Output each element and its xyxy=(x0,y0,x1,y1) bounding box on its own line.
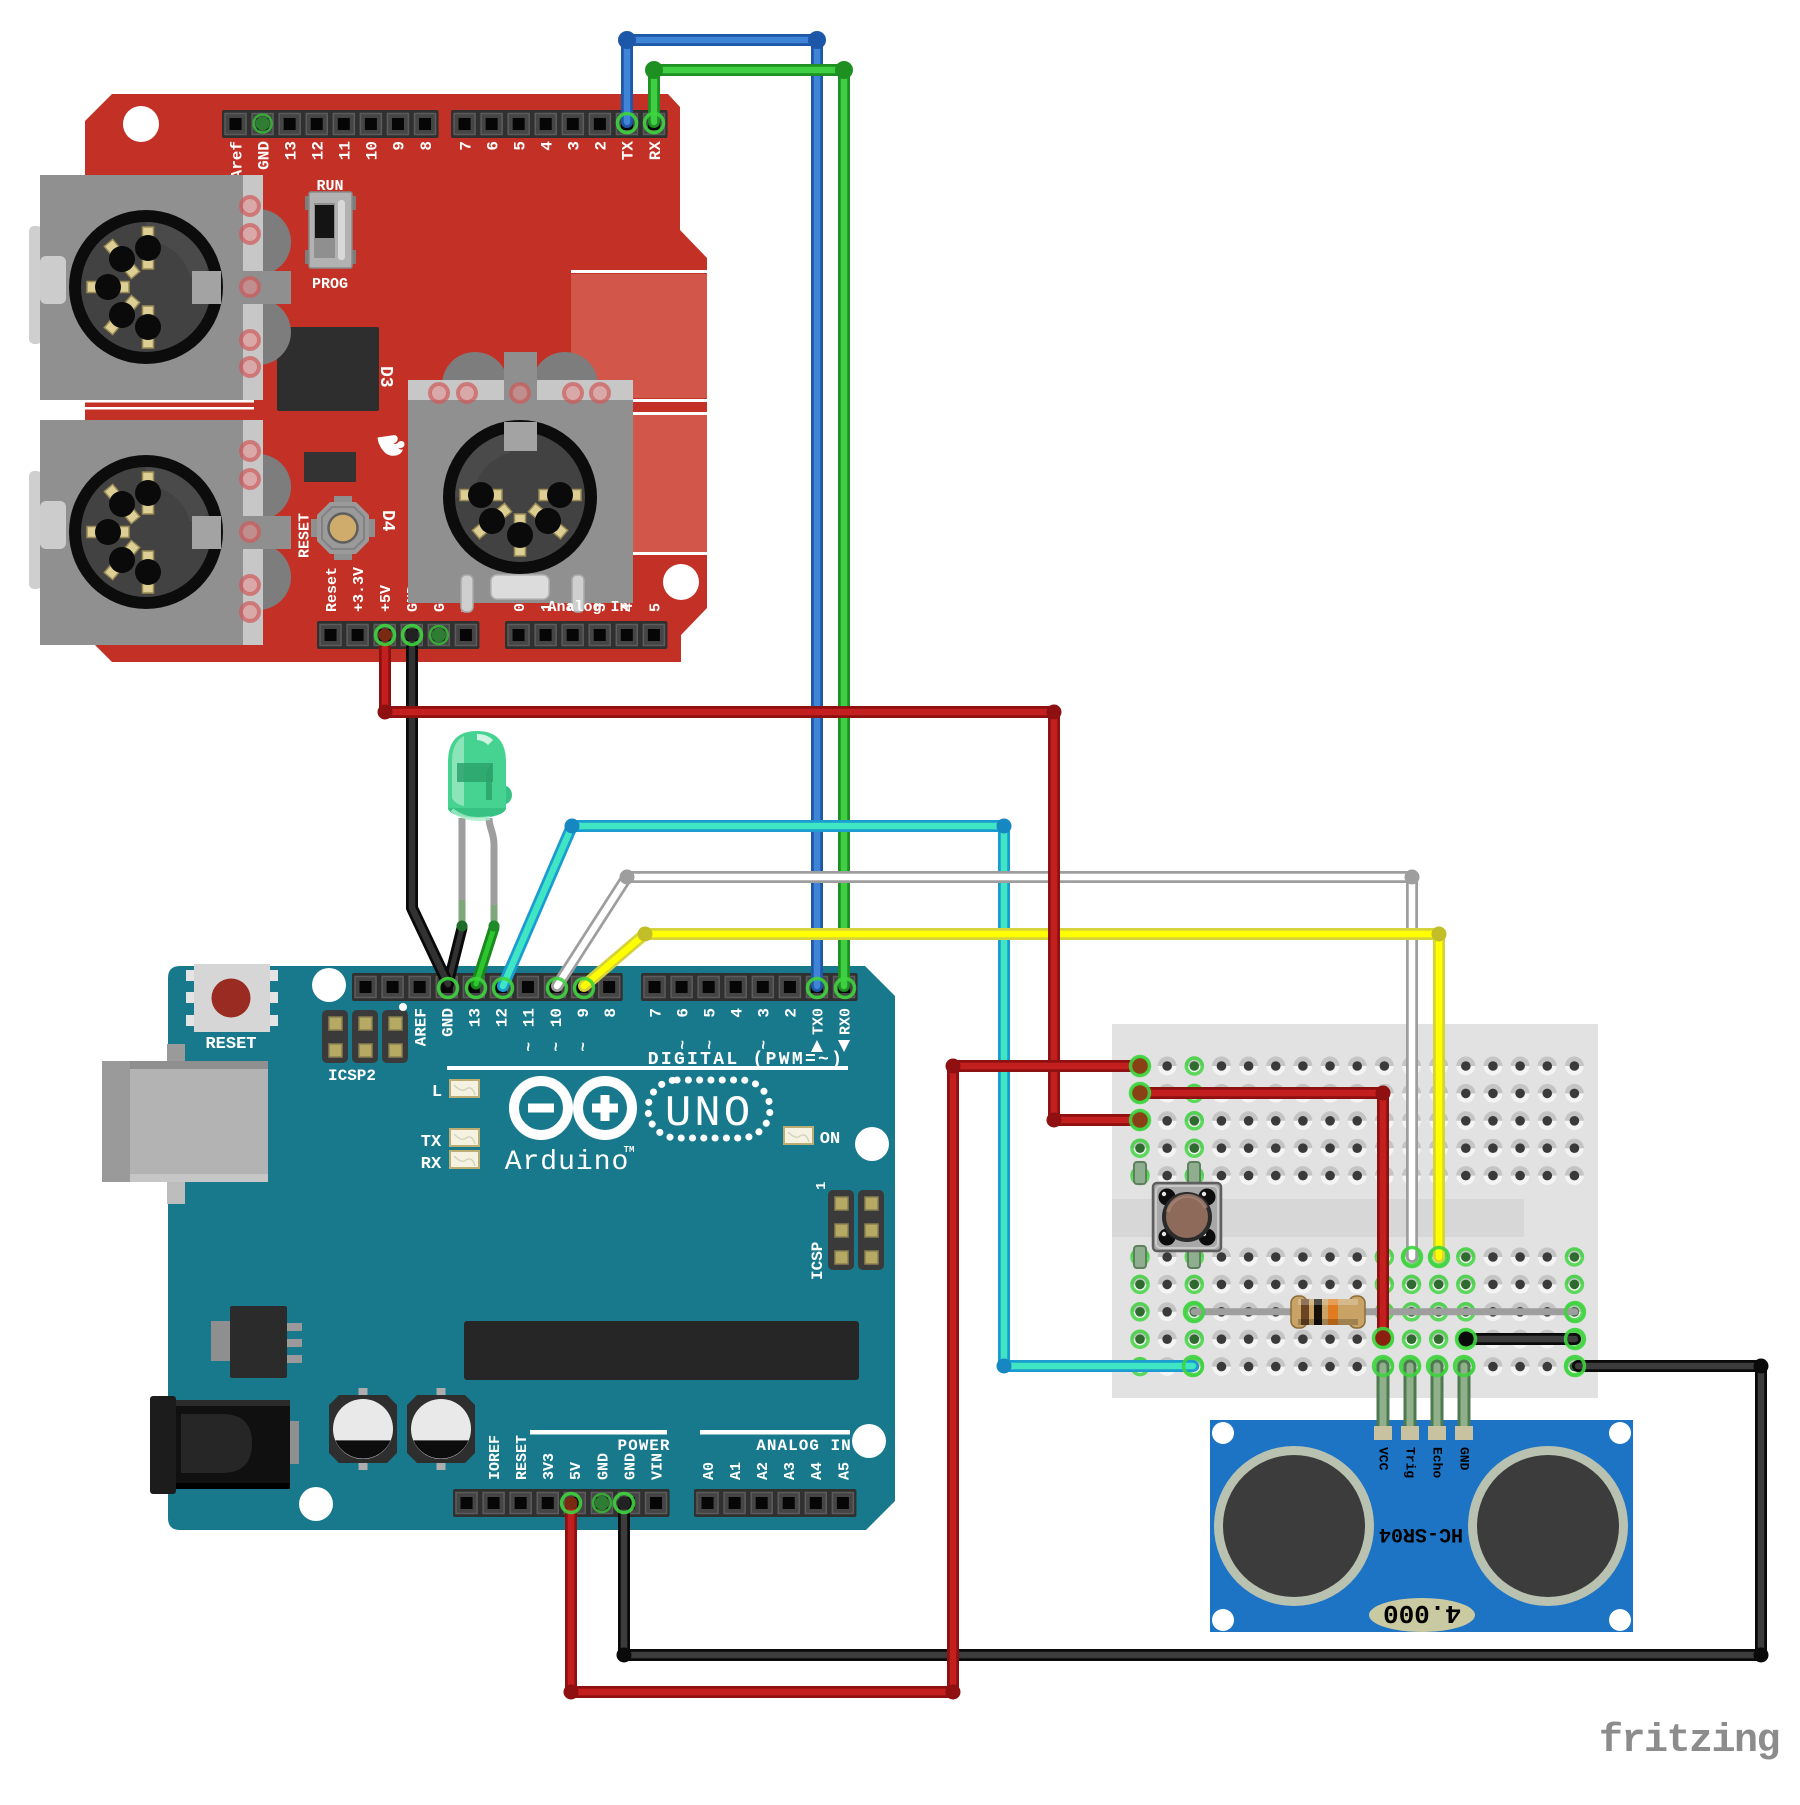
svg-text:HC-SR04: HC-SR04 xyxy=(1379,1522,1463,1545)
svg-text:TX: TX xyxy=(620,141,638,161)
svg-text:ON: ON xyxy=(820,1130,840,1149)
svg-text:GND: GND xyxy=(255,141,273,170)
svg-text:ICSP2: ICSP2 xyxy=(328,1067,376,1085)
svg-text:A1: A1 xyxy=(728,1462,745,1480)
svg-text:11: 11 xyxy=(521,1008,539,1027)
svg-text:fritzing: fritzing xyxy=(1599,1719,1779,1764)
svg-text:RUN: RUN xyxy=(316,178,343,195)
svg-text:A0: A0 xyxy=(701,1462,718,1480)
svg-text:11: 11 xyxy=(337,141,355,160)
svg-text:4: 4 xyxy=(620,603,637,612)
svg-text:A3: A3 xyxy=(782,1462,799,1480)
svg-text:~: ~ xyxy=(701,1040,719,1050)
svg-text:UNO: UNO xyxy=(665,1089,753,1139)
svg-text:RESET: RESET xyxy=(205,1035,256,1054)
svg-text:2: 2 xyxy=(593,141,611,151)
svg-text:13: 13 xyxy=(282,141,300,160)
svg-text:~: ~ xyxy=(521,1042,539,1052)
svg-text:3: 3 xyxy=(593,603,610,612)
svg-text:AREF: AREF xyxy=(412,1008,430,1046)
svg-text:~: ~ xyxy=(674,1040,692,1050)
svg-text:~: ~ xyxy=(575,1042,593,1052)
svg-text:5: 5 xyxy=(701,1008,719,1018)
svg-text:8: 8 xyxy=(418,141,436,151)
svg-text:Arduino: Arduino xyxy=(505,1147,630,1178)
svg-text:12: 12 xyxy=(494,1008,512,1027)
svg-text:5: 5 xyxy=(647,603,664,612)
svg-text:A4: A4 xyxy=(809,1462,826,1480)
svg-text:10: 10 xyxy=(364,141,382,160)
svg-text:Trig: Trig xyxy=(1402,1447,1417,1478)
svg-text:~: ~ xyxy=(548,1042,566,1052)
svg-text:1: 1 xyxy=(539,603,556,612)
svg-text:3: 3 xyxy=(756,1008,774,1018)
svg-text:12: 12 xyxy=(310,141,328,160)
svg-text:A5: A5 xyxy=(836,1462,853,1480)
svg-text:IOREF: IOREF xyxy=(487,1435,504,1480)
svg-text:~: ~ xyxy=(756,1040,774,1050)
svg-text:RESET: RESET xyxy=(514,1435,531,1480)
svg-text:4: 4 xyxy=(729,1008,747,1018)
svg-text:+3.3V: +3.3V xyxy=(351,567,368,612)
svg-text:VCC: VCC xyxy=(1375,1447,1390,1471)
svg-text:GND: GND xyxy=(1456,1447,1471,1471)
svg-text:ICSP: ICSP xyxy=(809,1242,827,1280)
svg-text:5: 5 xyxy=(511,141,529,151)
svg-text:1: 1 xyxy=(814,1182,830,1190)
svg-text:D3: D3 xyxy=(375,366,395,388)
svg-text:TM: TM xyxy=(624,1145,635,1155)
svg-text:DIGITAL (PWM=~): DIGITAL (PWM=~) xyxy=(648,1050,845,1070)
svg-text:+5V: +5V xyxy=(378,585,395,612)
svg-text:8: 8 xyxy=(602,1008,620,1018)
svg-text:PROG: PROG xyxy=(312,276,348,293)
svg-text:POWER: POWER xyxy=(617,1437,670,1455)
svg-text:7: 7 xyxy=(647,1008,665,1018)
svg-text:2: 2 xyxy=(783,1008,801,1018)
svg-text:Analog In: Analog In xyxy=(547,599,628,616)
svg-text:Echo: Echo xyxy=(1429,1447,1444,1478)
svg-text:7: 7 xyxy=(457,141,475,151)
svg-text:4: 4 xyxy=(539,141,557,151)
svg-text:RX0: RX0 xyxy=(837,1008,854,1035)
svg-text:3V3: 3V3 xyxy=(541,1453,558,1480)
svg-text:VIN: VIN xyxy=(649,1453,666,1480)
svg-text:L: L xyxy=(432,1083,442,1102)
svg-text:9: 9 xyxy=(391,141,409,151)
svg-text:13: 13 xyxy=(467,1008,485,1027)
svg-text:ANALOG IN: ANALOG IN xyxy=(756,1437,851,1455)
svg-text:Aref: Aref xyxy=(228,141,246,179)
svg-text:RX: RX xyxy=(421,1155,442,1174)
svg-text:RX: RX xyxy=(647,141,665,161)
svg-text:D4: D4 xyxy=(377,510,397,532)
svg-text:0: 0 xyxy=(512,603,529,612)
svg-text:5V: 5V xyxy=(568,1462,585,1480)
svg-text:RESET: RESET xyxy=(296,513,313,558)
svg-text:Reset: Reset xyxy=(324,567,341,612)
svg-text:3: 3 xyxy=(566,141,584,151)
svg-text:GND: GND xyxy=(440,1008,458,1037)
svg-text:A2: A2 xyxy=(755,1462,772,1480)
svg-text:4.000: 4.000 xyxy=(1383,1598,1461,1628)
svg-text:TX0: TX0 xyxy=(810,1008,827,1035)
svg-text:10: 10 xyxy=(548,1008,566,1027)
svg-text:6: 6 xyxy=(484,141,502,151)
svg-text:6: 6 xyxy=(674,1008,692,1018)
svg-text:GND: GND xyxy=(595,1453,612,1480)
svg-text:TX: TX xyxy=(421,1133,442,1152)
svg-text:GND: GND xyxy=(622,1453,639,1480)
svg-text:9: 9 xyxy=(575,1008,593,1018)
